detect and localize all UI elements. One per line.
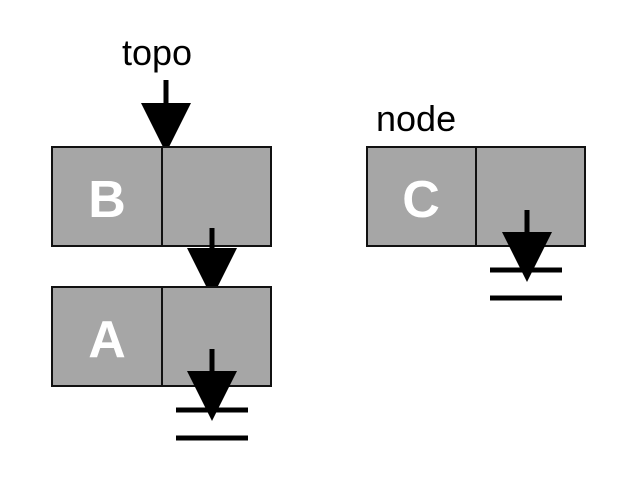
node-b: B (51, 146, 272, 247)
node-a-letter: A (88, 311, 126, 369)
node-c-data-cell (366, 146, 477, 247)
node-a: A (51, 286, 272, 387)
node-c: C (366, 146, 586, 247)
node-c-next-cell (475, 146, 586, 247)
node-a-data-cell (51, 286, 163, 387)
node-b-letter: B (88, 171, 126, 229)
topo-label: topo (122, 32, 192, 73)
node-c-letter: C (402, 171, 440, 229)
node-b-next-cell (161, 146, 272, 247)
node-a-next-cell (161, 286, 272, 387)
node-label: node (376, 98, 456, 139)
